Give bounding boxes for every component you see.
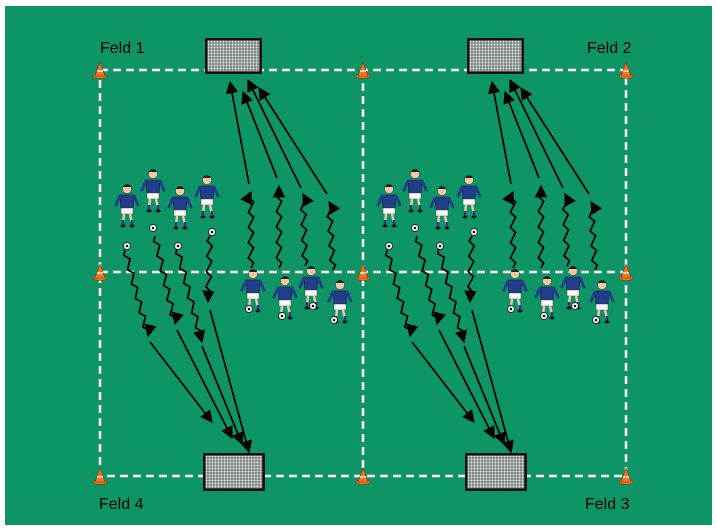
- run-arrow-icon: [149, 341, 213, 423]
- ball-icon: [385, 242, 393, 250]
- dribble-arrow-icon: [384, 249, 419, 338]
- run-arrow-icon: [509, 78, 564, 189]
- dribble-arrow-icon: [326, 200, 341, 271]
- arrows: [122, 78, 603, 454]
- field-label-2: Feld 2: [587, 40, 632, 57]
- player-icon: [376, 184, 402, 228]
- pitch-background: [5, 6, 712, 525]
- player-icon: [140, 169, 166, 213]
- cones: [92, 61, 634, 485]
- player-icon: [534, 276, 560, 320]
- ball-icon: [592, 316, 600, 324]
- dribble-arrow-icon: [240, 190, 255, 269]
- run-arrow-icon: [201, 345, 244, 446]
- dribble-arrow-icon: [561, 192, 576, 267]
- player-icon: [167, 186, 193, 230]
- cone-icon: [92, 467, 108, 485]
- run-arrow-icon: [241, 90, 278, 179]
- run-arrow-icon: [176, 329, 233, 440]
- goals: [203, 38, 527, 491]
- run-arrow-icon: [411, 341, 475, 423]
- run-arrow-icon: [225, 80, 250, 185]
- ball-icon: [540, 312, 548, 320]
- ball-icon: [470, 228, 478, 236]
- training-pitch-diagram: [5, 6, 712, 525]
- cone-icon: [618, 61, 634, 79]
- ball-icon: [208, 228, 216, 236]
- player-icon: [114, 184, 140, 228]
- run-arrow-icon: [209, 309, 253, 454]
- cone-icon: [618, 263, 634, 281]
- ball-icon: [436, 242, 444, 250]
- run-arrow-icon: [503, 90, 540, 179]
- run-arrow-icon: [438, 329, 495, 440]
- player-icon: [298, 266, 324, 310]
- dribble-arrow-icon: [414, 235, 446, 326]
- run-arrow-icon: [247, 78, 302, 189]
- run-arrow-icon: [471, 309, 515, 454]
- ball-icon: [278, 312, 286, 320]
- field-label-4: Feld 4: [99, 496, 144, 513]
- cone-icon: [355, 61, 371, 79]
- field-label-3: Feld 3: [585, 496, 630, 513]
- ball-icon: [149, 224, 157, 232]
- goal-icon: [205, 38, 262, 74]
- dribble-arrow-icon: [534, 184, 548, 269]
- ball-icon: [245, 305, 253, 313]
- goal-icon: [203, 453, 265, 491]
- run-arrow-icon: [487, 80, 512, 185]
- ball-icon: [411, 224, 419, 232]
- dribble-arrow-icon: [202, 235, 215, 304]
- cone-icon: [618, 467, 634, 485]
- ball-icon: [571, 302, 579, 310]
- cone-icon: [355, 467, 371, 485]
- dribble-arrow-icon: [122, 249, 157, 338]
- run-arrow-icon: [258, 86, 328, 195]
- ball-icon: [174, 242, 182, 250]
- dribble-arrow-icon: [299, 192, 314, 267]
- player-icon: [194, 175, 220, 219]
- cone-icon: [92, 61, 108, 79]
- player-icon: [429, 186, 455, 230]
- ball-icon: [309, 302, 317, 310]
- dribble-arrow-icon: [174, 247, 206, 344]
- cone-icon: [92, 263, 108, 281]
- dribble-arrow-icon: [588, 200, 603, 271]
- run-arrow-icon: [520, 86, 590, 195]
- dribble-arrow-icon: [436, 247, 468, 344]
- dribble-arrow-icon: [502, 190, 517, 269]
- dribble-arrow-icon: [152, 235, 184, 326]
- goal-icon: [467, 38, 524, 74]
- player-icon: [402, 169, 428, 213]
- player-icon: [502, 269, 528, 313]
- player-icon: [456, 175, 482, 219]
- player-icon: [589, 280, 615, 324]
- ball-icon: [123, 242, 131, 250]
- field-label-1: Feld 1: [100, 40, 145, 57]
- cone-icon: [355, 263, 371, 281]
- run-arrow-icon: [463, 345, 506, 446]
- dribble-arrow-icon: [464, 235, 477, 304]
- goal-icon: [465, 453, 527, 491]
- ball-icon: [330, 316, 338, 324]
- ball-icon: [507, 305, 515, 313]
- players: [114, 169, 615, 324]
- dribble-arrow-icon: [272, 184, 286, 269]
